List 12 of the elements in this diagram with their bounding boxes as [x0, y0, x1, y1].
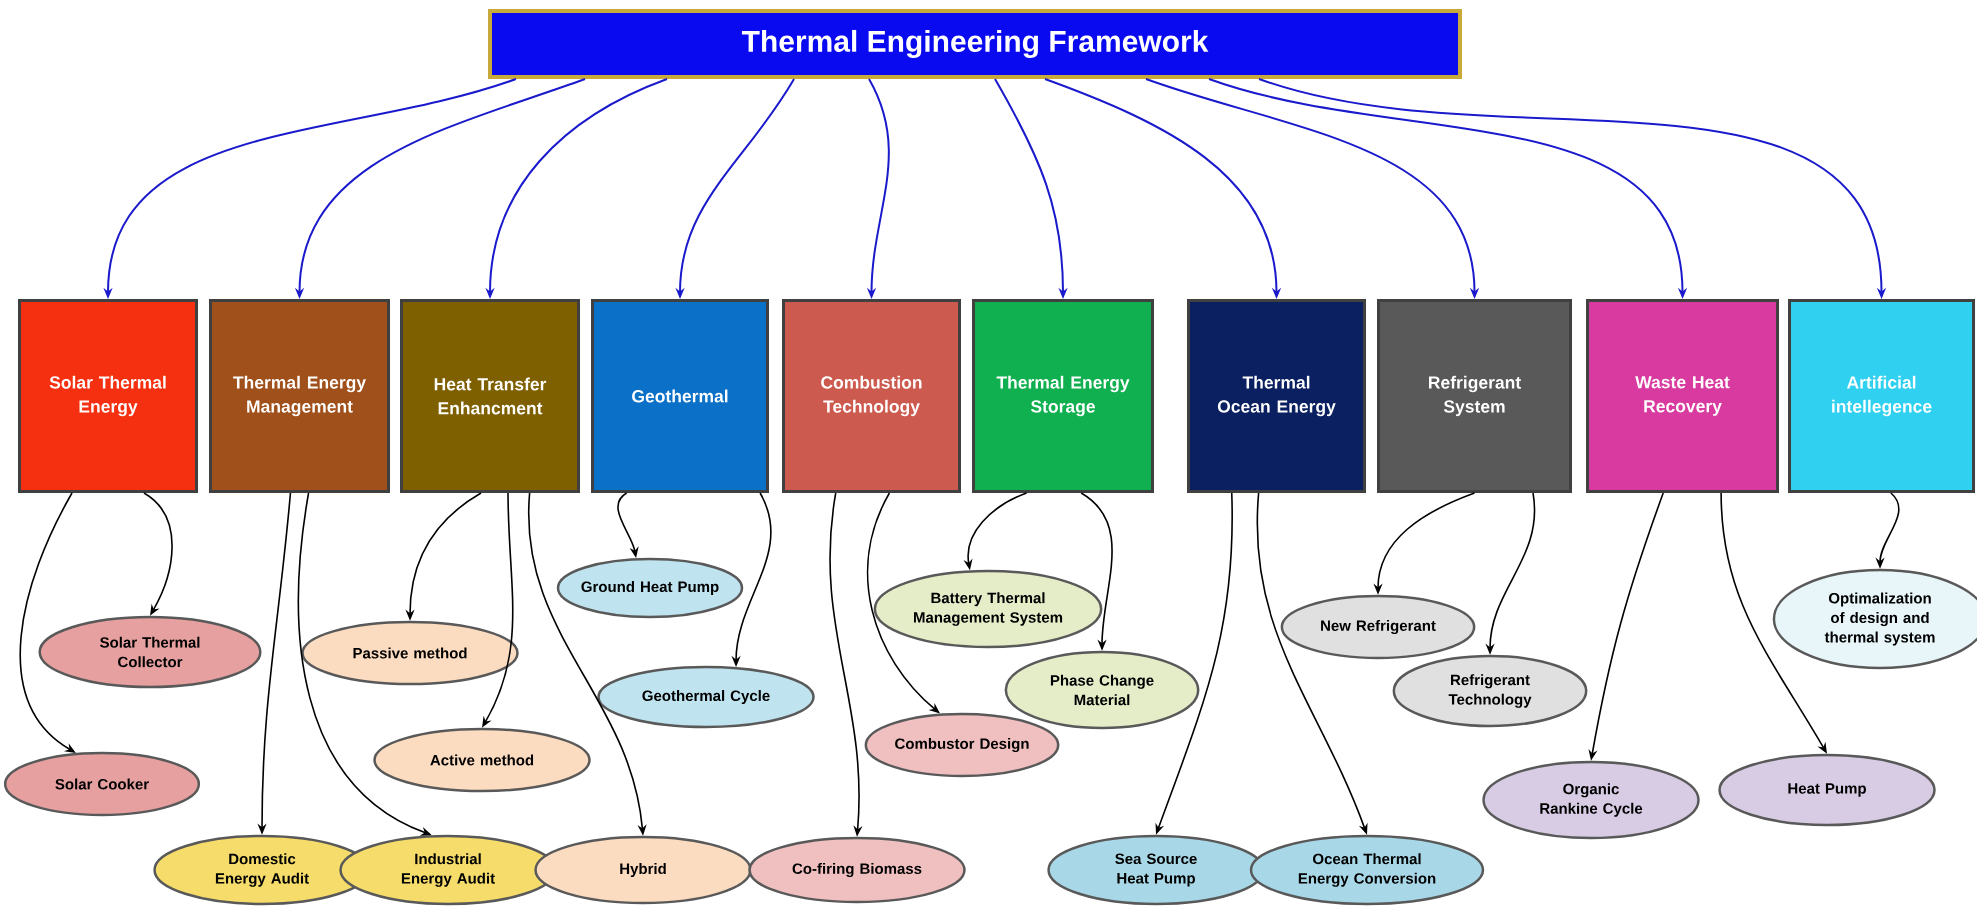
category-box: Solar Thermal Energy [18, 299, 198, 493]
category-box: Thermal Energy Storage [972, 299, 1154, 493]
category-box: Waste Heat Recovery [1586, 299, 1779, 493]
arrow [866, 492, 940, 714]
category-box: Heat Transfer Enhancment [400, 299, 580, 493]
title-box: Thermal Engineering Framework [488, 9, 1462, 79]
category-box: Combustion Technology [782, 299, 961, 493]
category-box: Artificial intellegence [1788, 299, 1975, 493]
category-box: Refrigerant System [1377, 299, 1572, 493]
category-box: Thermal Ocean Energy [1187, 299, 1366, 493]
category-box: Thermal Energy Management [209, 299, 390, 493]
category-box: Geothermal [591, 299, 769, 493]
